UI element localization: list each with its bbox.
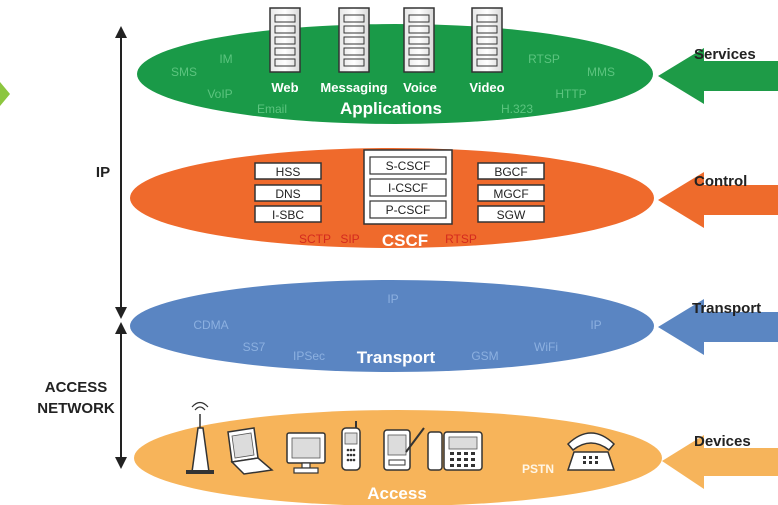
video-server-icon [471, 7, 503, 73]
protocol-http: HTTP [555, 87, 586, 101]
protocol-im: IM [219, 52, 232, 66]
protocol-pstn: PSTN [522, 462, 554, 476]
box-s-cscf: S-CSCF [386, 159, 431, 173]
server-label-video: Video [469, 80, 504, 95]
access-network-label-line1: ACCESS [45, 379, 108, 396]
protocol-ss7: SS7 [243, 340, 266, 354]
cscf-function-group [363, 149, 453, 225]
left-function-boxes [254, 162, 322, 223]
ip-phone-icon [427, 431, 483, 471]
protocol-ip-right: IP [590, 318, 601, 332]
protocol-ip-top: IP [387, 292, 398, 306]
protocol-cdma: CDMA [193, 318, 228, 332]
protocol-email: Email [257, 102, 287, 116]
server-label-web: Web [271, 80, 298, 95]
protocol-mms: MMS [587, 65, 615, 79]
protocol-rtsp-control: RTSP [445, 232, 477, 246]
devices-arrow [662, 435, 778, 489]
edge-arrow-fragment [0, 82, 10, 106]
protocol-sctp: SCTP [299, 232, 331, 246]
box-mgcf: MGCF [493, 187, 528, 201]
right-function-boxes [477, 162, 545, 223]
access-network-label-line2: NETWORK [37, 400, 115, 417]
control-title: CSCF [382, 231, 428, 250]
laptop-icon [227, 427, 274, 475]
applications-layer-ellipse [137, 24, 653, 124]
transport-title: Transport [357, 348, 436, 367]
voice-server-icon [403, 7, 435, 73]
applications-title: Applications [340, 99, 442, 118]
control-arrow-label: Control [694, 173, 747, 190]
protocol-rtsp: RTSP [528, 52, 560, 66]
landline-phone-icon [566, 432, 616, 471]
transport-layer-ellipse [130, 280, 654, 372]
box-dns: DNS [275, 187, 300, 201]
devices-arrow-label: Devices [694, 433, 751, 450]
transport-arrow [658, 299, 778, 355]
protocol-wifi: WiFi [534, 340, 558, 354]
services-arrow-label: Services [694, 46, 756, 63]
box-hss: HSS [276, 165, 301, 179]
access-network-range-arrow [115, 322, 127, 469]
box-bgcf: BGCF [494, 165, 527, 179]
box-sgw: SGW [497, 208, 526, 222]
ip-label: IP [96, 164, 110, 181]
server-label-messaging: Messaging [320, 80, 387, 95]
ip-range-arrow [115, 26, 127, 319]
box-i-sbc: I-SBC [272, 208, 304, 222]
pda-icon [383, 427, 425, 471]
protocol-sip: SIP [340, 232, 359, 246]
protocol-h323: H.323 [501, 102, 533, 116]
protocol-voip: VoIP [207, 87, 232, 101]
access-title: Access [367, 484, 427, 503]
services-arrow [658, 48, 778, 104]
messaging-server-icon [338, 7, 370, 73]
web-server-icon [269, 7, 301, 73]
server-label-voice: Voice [403, 80, 437, 95]
wireless-access-point-icon [186, 401, 214, 474]
transport-arrow-label: Transport [692, 300, 761, 317]
desktop-monitor-icon [286, 432, 326, 474]
protocol-sms: SMS [171, 65, 197, 79]
protocol-ipsec: IPSec [293, 349, 325, 363]
mobile-phone-icon [341, 421, 361, 471]
box-i-cscf: I-CSCF [388, 181, 428, 195]
control-arrow [658, 172, 778, 228]
protocol-gsm: GSM [471, 349, 498, 363]
box-p-cscf: P-CSCF [386, 203, 431, 217]
